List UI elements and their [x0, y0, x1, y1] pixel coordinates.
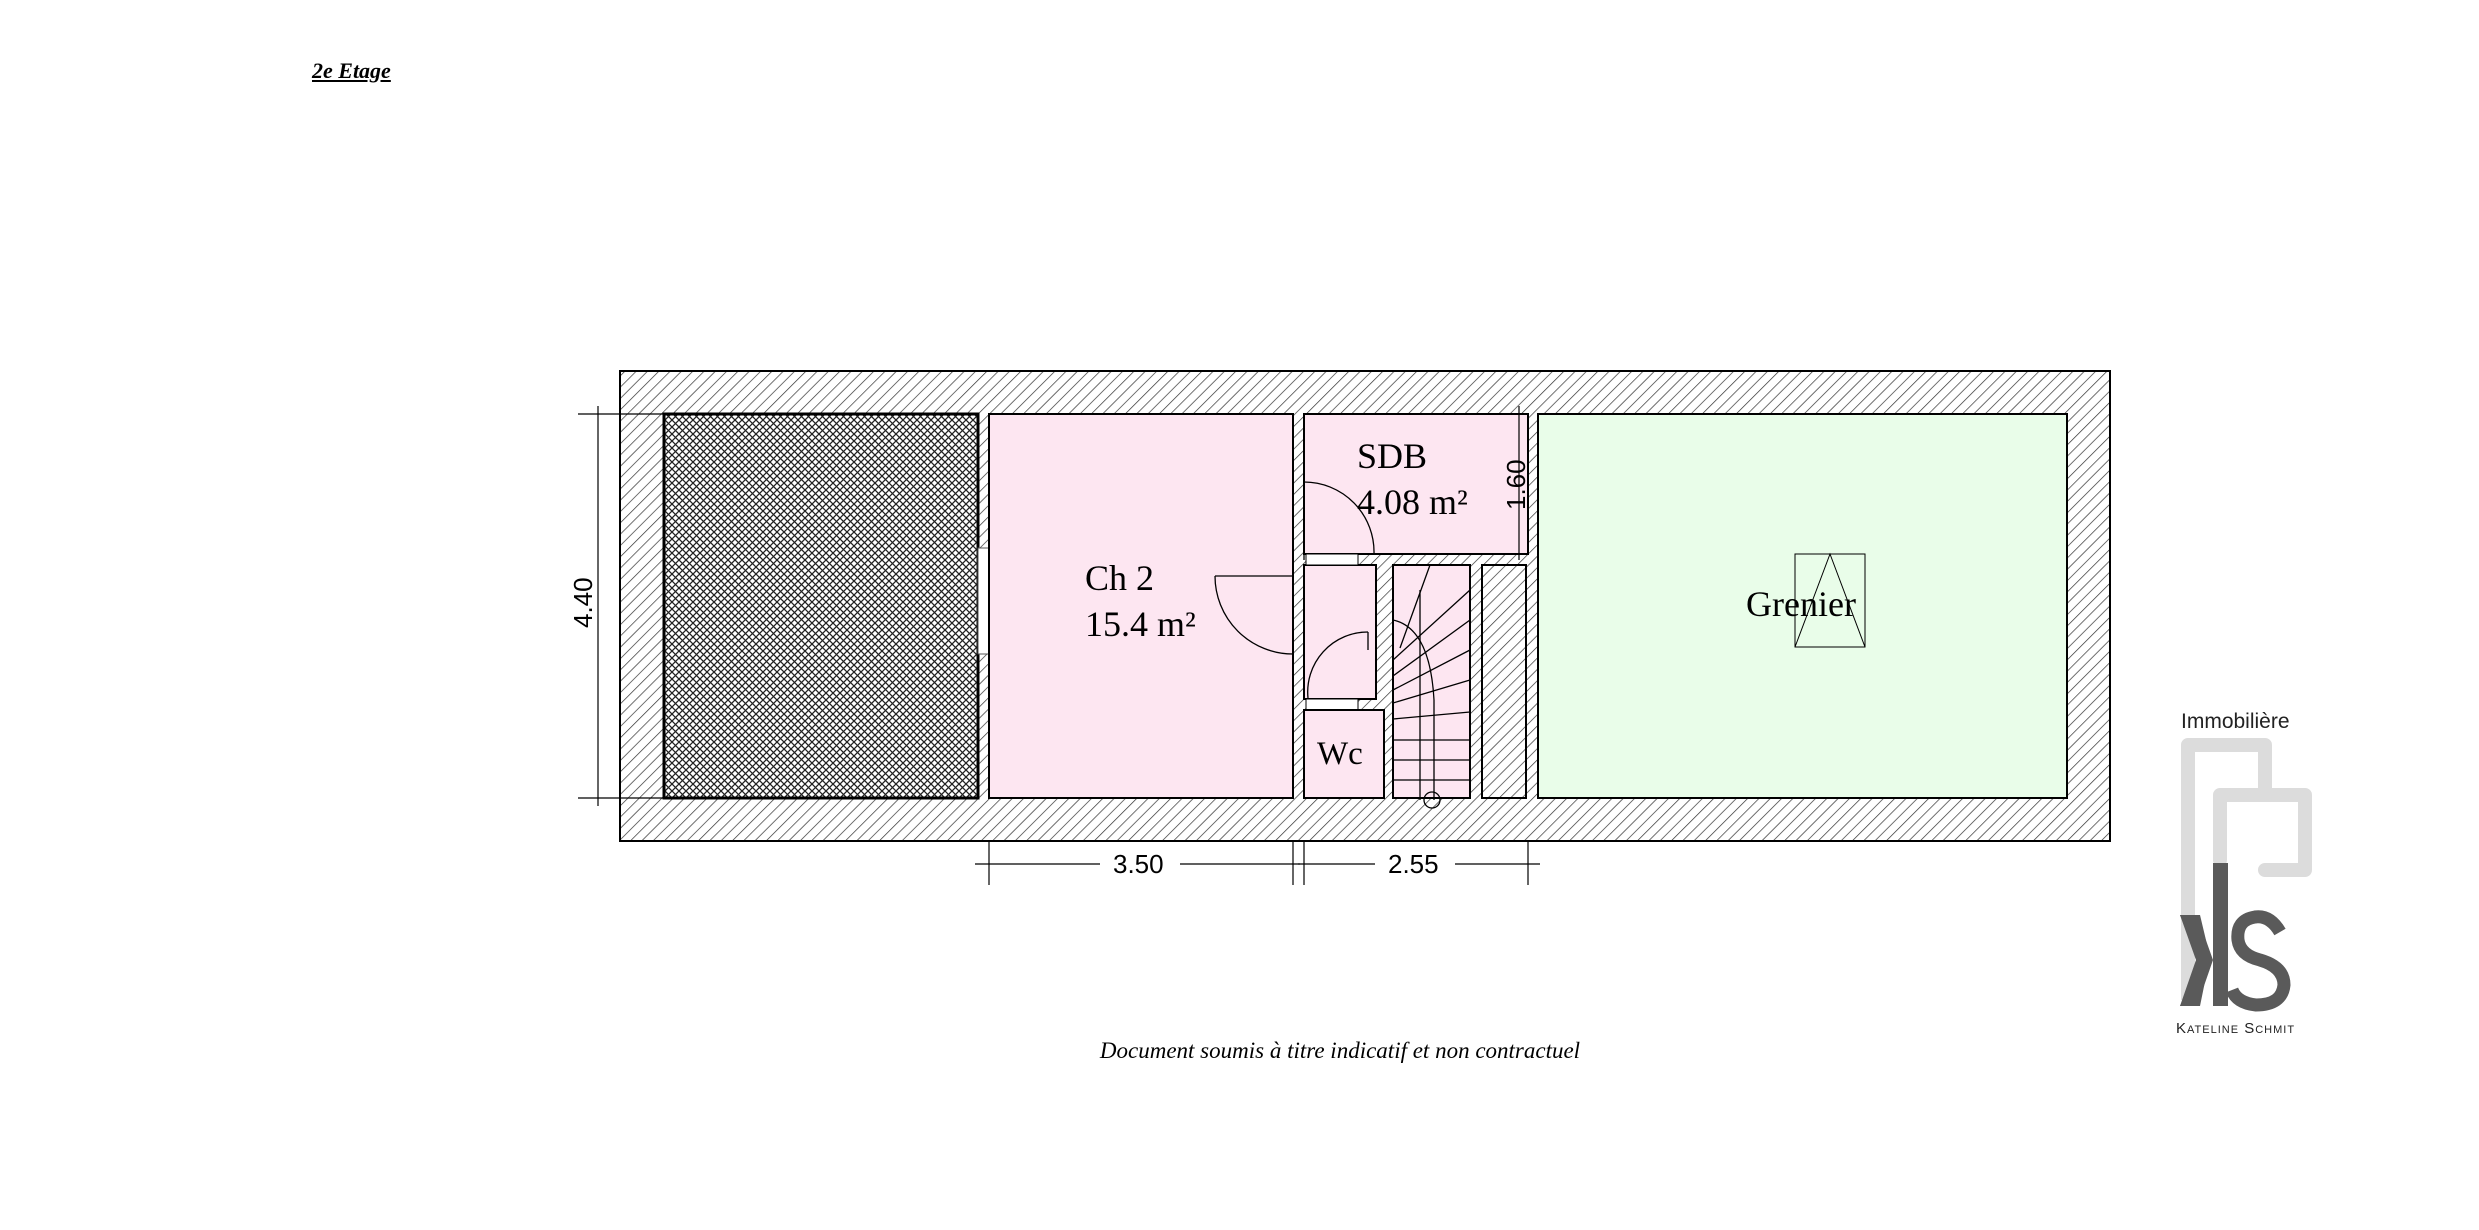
room-label-grenier: Grenier	[1746, 584, 1856, 624]
room-label-sdb: SDB	[1357, 436, 1427, 476]
room-area-ch2: 15.4 m²	[1085, 604, 1196, 644]
void-area	[662, 412, 980, 800]
room-wc	[1303, 709, 1385, 799]
dim-sdb-depth: 1.60	[1501, 459, 1531, 510]
room-sdb	[1303, 413, 1529, 555]
door-swings	[1214, 481, 1375, 699]
roof-window-symbol	[1794, 552, 1866, 648]
dim-middle-width: 2.55	[1388, 849, 1439, 879]
staircase	[1392, 564, 1471, 799]
room-label-ch2: Ch 2	[1085, 558, 1154, 598]
window	[977, 547, 990, 655]
disclaimer: Document soumis à titre indicatif et non…	[1099, 1038, 1581, 1063]
dim-height: 4.40	[568, 577, 598, 628]
door-opening	[1305, 553, 1359, 566]
floor-title: 2e Etage	[312, 58, 391, 83]
stair-steps	[1392, 564, 1471, 809]
company-logo	[2180, 738, 2312, 1012]
room-area-sdb: 4.08 m²	[1357, 482, 1468, 522]
door-opening	[1305, 698, 1359, 711]
logo-text-top: Immobilière	[2181, 710, 2290, 733]
logo-text-bottom: Kateline Schmit	[2176, 1020, 2296, 1037]
dim-ch2-width: 3.50	[1113, 849, 1164, 879]
room-ch2	[988, 413, 1294, 799]
dimension-lines	[578, 406, 1540, 885]
room-grenier	[1537, 413, 2068, 799]
wall-strip	[1481, 564, 1527, 799]
room-label-wc: Wc	[1317, 736, 1363, 772]
